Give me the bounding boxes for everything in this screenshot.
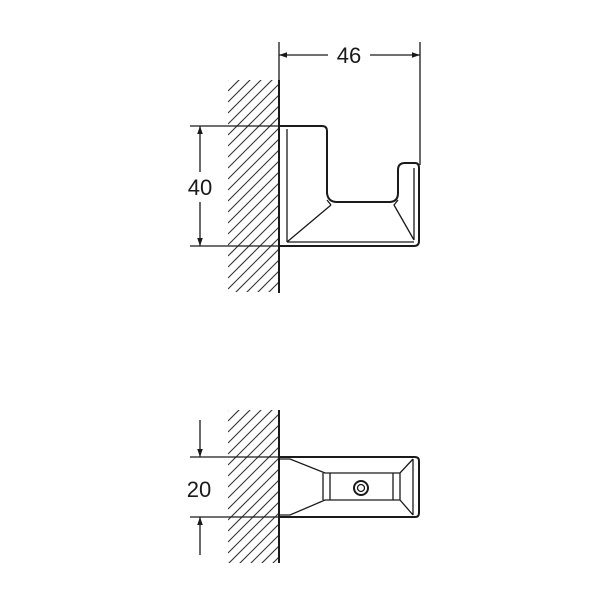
hatch-line	[228, 80, 262, 114]
wall-hatching	[228, 80, 279, 344]
hatch-line	[228, 160, 279, 213]
hatch-line	[268, 281, 279, 292]
hatch-line	[228, 83, 279, 136]
hook-outline-top	[279, 456, 420, 518]
hatch-line	[228, 512, 279, 563]
hatch-line	[228, 410, 229, 411]
hatch-line	[228, 410, 251, 433]
hatch-line	[228, 116, 279, 169]
hatch-line	[228, 127, 279, 180]
hatch-line	[228, 435, 279, 488]
hatch-line	[239, 523, 279, 563]
hatch-line	[228, 94, 279, 147]
hatch-line	[246, 259, 279, 292]
hatch-line	[228, 501, 279, 554]
hatch-line	[228, 193, 279, 246]
hatch-line	[228, 424, 279, 477]
wall-hatching	[228, 410, 279, 603]
hook-detail-lines	[286, 129, 415, 243]
hatch-line	[228, 105, 279, 158]
height-dimension-label: 40	[188, 175, 212, 200]
hatch-line	[228, 446, 279, 499]
hatch-line	[228, 80, 229, 81]
top-view: 20	[187, 410, 420, 603]
hatch-line	[228, 204, 279, 257]
hatch-line	[228, 171, 279, 224]
hatch-line	[257, 270, 279, 292]
hatch-line	[228, 149, 279, 202]
hatch-line	[250, 534, 279, 563]
depth-dimension-label: 20	[187, 477, 211, 502]
hatch-line	[228, 138, 279, 191]
hatch-line	[228, 410, 273, 455]
hatch-line	[228, 410, 262, 444]
width-dimension-label: 46	[337, 43, 361, 68]
hatch-line	[228, 468, 279, 521]
hatch-line	[261, 545, 279, 563]
side-view: 46 40	[188, 42, 421, 344]
hatch-line	[228, 80, 240, 92]
hatch-line	[228, 479, 279, 532]
hatch-line	[235, 248, 279, 292]
screw-hex-socket	[356, 483, 366, 493]
hatch-line	[228, 182, 279, 235]
hatch-line	[228, 568, 279, 603]
hatch-line	[228, 80, 273, 125]
hatch-line	[228, 457, 279, 510]
hook-outline	[279, 125, 420, 247]
hatch-line	[228, 80, 251, 103]
hatch-line	[228, 293, 279, 344]
hatch-line	[272, 556, 279, 563]
hatch-line	[228, 226, 279, 279]
hatch-line	[228, 215, 279, 268]
screw-icon	[353, 480, 369, 496]
hatch-line	[228, 410, 240, 422]
hook-top-detail	[279, 458, 414, 516]
